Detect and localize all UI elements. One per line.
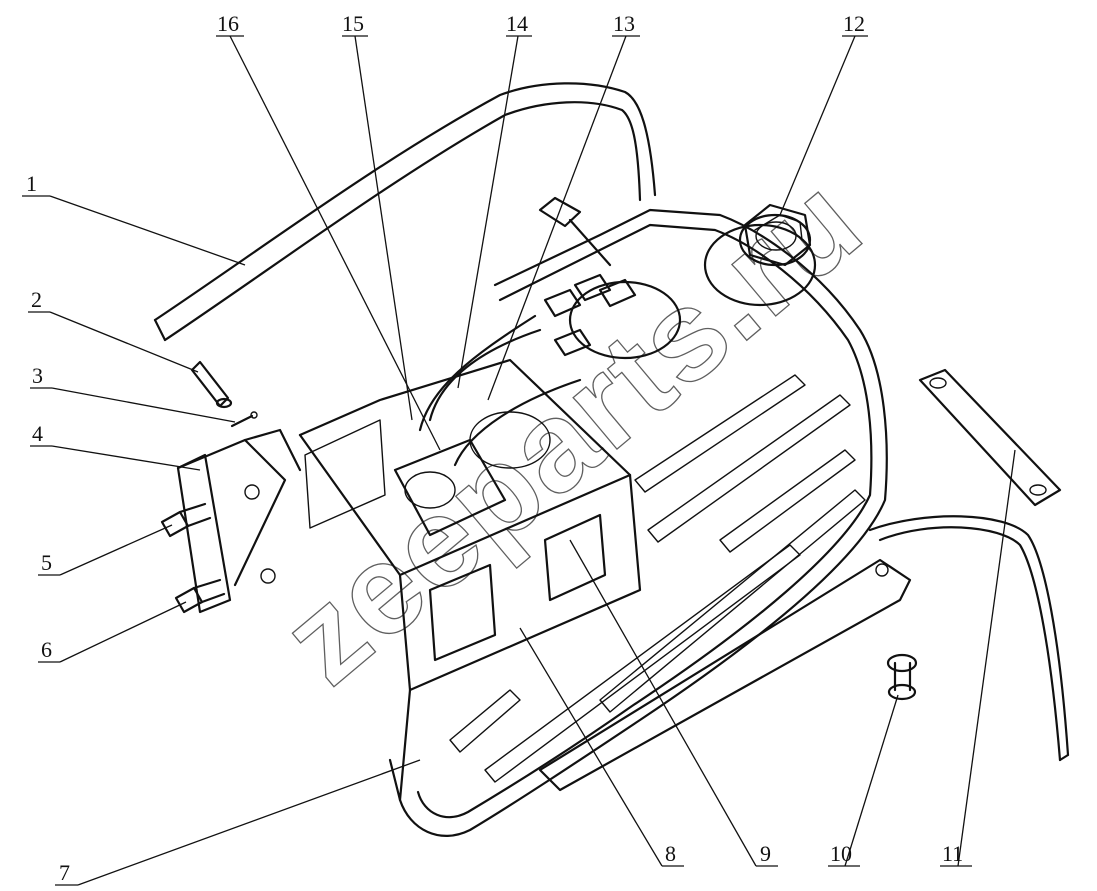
- callout-10: 10: [830, 841, 852, 866]
- leader-line-4: [51, 445, 201, 471]
- strap-lower: [868, 515, 1070, 762]
- callout-8: 8: [665, 841, 676, 866]
- leader-line-16: [229, 35, 441, 451]
- callout-9: 9: [760, 841, 771, 866]
- callout-1: 1: [26, 171, 37, 196]
- leader-line-3: [51, 387, 236, 423]
- callout-14: 14: [506, 11, 528, 36]
- strap-upper: [153, 82, 657, 342]
- leader-line-8: [519, 627, 663, 867]
- leader-line-10: [844, 694, 899, 867]
- leader-line-14: [457, 35, 519, 389]
- leader-line-5: [59, 524, 173, 576]
- callout-16: 16: [217, 11, 239, 36]
- callout-6: 6: [41, 637, 52, 662]
- drain-bolt: [886, 653, 918, 701]
- callout-15: 15: [342, 11, 364, 36]
- leader-line-7: [77, 759, 421, 886]
- leader-line-9: [569, 539, 757, 867]
- pump-assembly: [393, 314, 582, 537]
- leader-line-15: [354, 35, 413, 421]
- cover-box: [298, 358, 642, 802]
- bolt-upper: [160, 502, 212, 538]
- hose-connectors: [538, 196, 637, 357]
- filler-cap: [743, 203, 812, 267]
- mounting-bracket: [176, 428, 302, 614]
- leader-line-12: [779, 35, 856, 216]
- pin: [190, 360, 233, 409]
- leader-line-6: [59, 601, 187, 663]
- leader-line-11: [957, 449, 1016, 867]
- callout-7: 7: [59, 860, 70, 885]
- callout-13: 13: [613, 11, 635, 36]
- callout-12: 12: [843, 11, 865, 36]
- callout-2: 2: [31, 287, 42, 312]
- bolt-lower: [174, 578, 226, 614]
- callout-5: 5: [41, 550, 52, 575]
- callout-4: 4: [32, 421, 43, 446]
- leader-line-13: [487, 35, 627, 401]
- rubber-pad: [918, 368, 1062, 507]
- cotter-pin: [230, 411, 258, 428]
- fuel-tank: [388, 208, 912, 837]
- leader-line-2: [49, 311, 199, 373]
- callout-11: 11: [942, 841, 963, 866]
- leader-line-1: [49, 195, 246, 266]
- callout-3: 3: [32, 363, 43, 388]
